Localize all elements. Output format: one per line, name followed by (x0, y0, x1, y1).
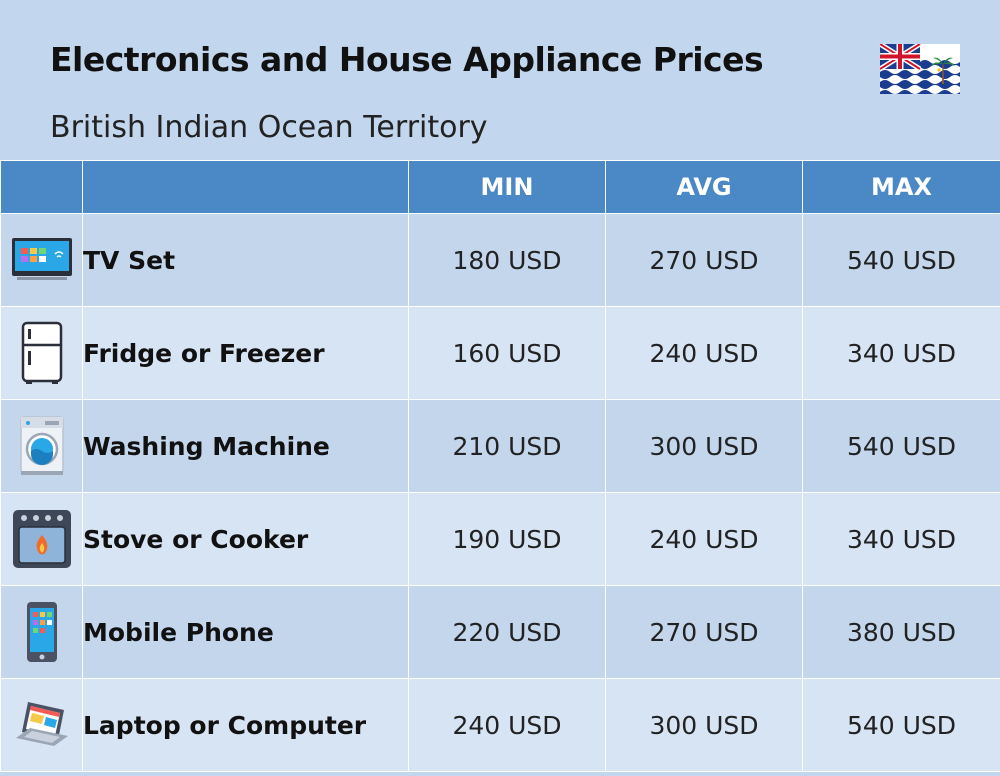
min-price: 180 USD (408, 213, 606, 307)
page-subtitle: British Indian Ocean Territory (50, 110, 488, 145)
max-price: 540 USD (802, 399, 1000, 493)
min-price: 220 USD (408, 585, 606, 679)
min-price: 190 USD (408, 492, 606, 586)
fridge-icon (21, 321, 62, 384)
table-row: TV Set 180 USD 270 USD 540 USD (0, 213, 1000, 307)
max-price: 340 USD (802, 306, 1000, 400)
laptop-icon (15, 702, 68, 746)
item-name: TV Set (82, 213, 409, 307)
max-price: 380 USD (802, 585, 1000, 679)
table-row: Fridge or Freezer 160 USD 240 USD 340 US… (0, 306, 1000, 400)
avg-price: 300 USD (605, 678, 803, 772)
max-price: 540 USD (802, 678, 1000, 772)
item-name: Fridge or Freezer (82, 306, 409, 400)
item-name: Washing Machine (82, 399, 409, 493)
tv-icon (11, 238, 72, 280)
item-name: Mobile Phone (82, 585, 409, 679)
british-indian-ocean-territory-flag-icon (880, 44, 960, 94)
table-row: Mobile Phone 220 USD 270 USD 380 USD (0, 585, 1000, 679)
page-header: Electronics and House Appliance Prices B… (0, 0, 1000, 160)
column-header-avg: AVG (605, 160, 803, 214)
column-header-item (82, 160, 409, 214)
page-title: Electronics and House Appliance Prices (50, 40, 764, 79)
price-table: MIN AVG MAX TV Set (0, 160, 1000, 772)
max-price: 540 USD (802, 213, 1000, 307)
min-price: 240 USD (408, 678, 606, 772)
avg-price: 300 USD (605, 399, 803, 493)
column-header-max: MAX (802, 160, 1000, 214)
avg-price: 270 USD (605, 585, 803, 679)
item-name: Stove or Cooker (82, 492, 409, 586)
max-price: 340 USD (802, 492, 1000, 586)
item-name: Laptop or Computer (82, 678, 409, 772)
table-row: Washing Machine 210 USD 300 USD 540 USD (0, 399, 1000, 493)
mobile-phone-icon (26, 602, 57, 662)
washing-machine-icon (19, 416, 64, 475)
column-header-icon (0, 160, 83, 214)
column-header-min: MIN (408, 160, 606, 214)
min-price: 210 USD (408, 399, 606, 493)
stove-icon (12, 510, 71, 568)
table-row: Laptop or Computer 240 USD 300 USD 540 U… (0, 678, 1000, 772)
avg-price: 240 USD (605, 492, 803, 586)
avg-price: 270 USD (605, 213, 803, 307)
avg-price: 240 USD (605, 306, 803, 400)
min-price: 160 USD (408, 306, 606, 400)
table-header-row: MIN AVG MAX (0, 160, 1000, 214)
table-row: Stove or Cooker 190 USD 240 USD 340 USD (0, 492, 1000, 586)
